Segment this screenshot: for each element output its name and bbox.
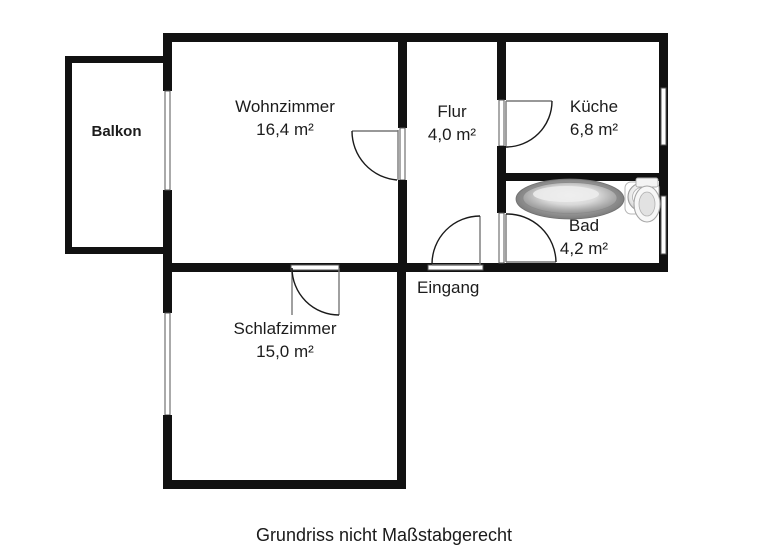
door-wohnzimmer-flur <box>351 130 399 181</box>
door-opening-flur-bad <box>498 212 505 264</box>
bathroom-fixtures <box>515 177 661 223</box>
wall-top-exterior <box>163 33 668 42</box>
wall-schlafzimmer-left-upper <box>163 263 172 313</box>
window-wohnzimmer-balcony-door <box>164 90 171 191</box>
wall-flur-kueche-upper <box>497 33 506 100</box>
wall-schlafzimmer-bottom <box>163 480 406 489</box>
wall-left-wohnzimmer-upper <box>163 33 172 91</box>
door-opening-schlafzimmer <box>290 264 340 271</box>
wall-kueche-bad <box>497 173 668 181</box>
wall-schlafzimmer-left-lower <box>163 415 172 489</box>
wall-bottom-right-block <box>398 263 668 272</box>
bathtub-icon <box>515 178 625 220</box>
annotation-eingang: Eingang <box>417 278 480 297</box>
wall-right-exterior <box>659 33 668 271</box>
window-bad <box>660 195 667 255</box>
door-opening-entrance <box>427 264 484 271</box>
toilet-icon <box>633 177 661 223</box>
door-flur-kueche <box>505 100 553 148</box>
window-schlafzimmer <box>164 312 171 416</box>
door-entrance <box>431 215 481 266</box>
door-swings-group <box>291 100 557 316</box>
door-flur-bad <box>505 213 557 263</box>
walls-group <box>65 33 668 489</box>
wall-wohnzimmer-bottom <box>163 263 406 272</box>
door-opening-flur-kueche <box>498 99 505 147</box>
wall-left-wohnzimmer-lower <box>163 190 172 268</box>
window-kueche <box>660 87 667 146</box>
wall-wohnzimmer-flur-upper <box>398 33 407 128</box>
balcony-walls <box>65 56 168 254</box>
plan-caption: Grundriss nicht Maßstabgerecht <box>255 525 513 545</box>
wall-wohnzimmer-flur-lower <box>398 180 407 272</box>
door-opening-wohnzimmer-flur <box>399 127 406 181</box>
door-wohnzimmer-schlafzimmer <box>291 267 340 316</box>
wall-schlafzimmer-right <box>397 263 406 489</box>
